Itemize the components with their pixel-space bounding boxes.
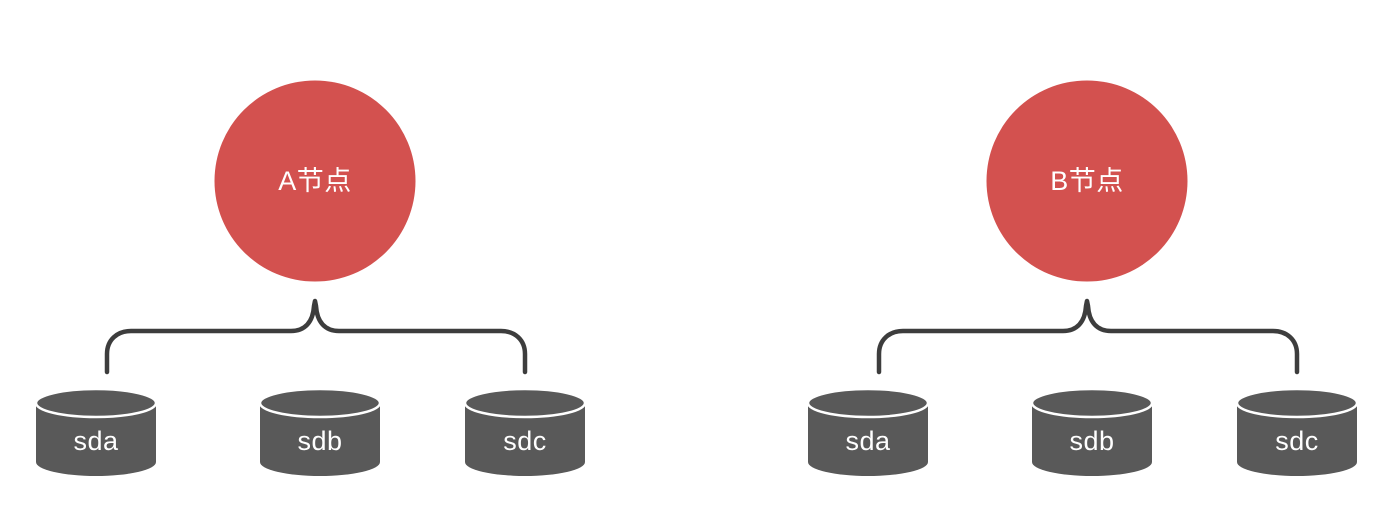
cylinder-top-icon: [34, 387, 158, 419]
node-circle-a[interactable]: [214, 80, 416, 282]
disk-cylinder-b-sda[interactable]: sda: [806, 387, 930, 476]
brace-connector-b: [876, 298, 1300, 375]
cylinder-top-icon: [463, 387, 587, 419]
disk-label: sdb: [297, 426, 342, 456]
cylinder-body-icon: [1032, 403, 1152, 476]
disk-cylinder-a-sda[interactable]: sda: [34, 387, 158, 476]
cylinder-top-icon: [1030, 387, 1154, 419]
disk-cylinder-a-sdc[interactable]: sdc: [463, 387, 587, 476]
node-label-a: A节点: [278, 166, 352, 196]
cylinder-top-icon: [258, 387, 382, 419]
cylinder-top-icon: [1235, 387, 1359, 419]
cylinder-body-icon: [260, 403, 380, 476]
disk-cylinder-a-sdb[interactable]: sdb: [258, 387, 382, 476]
node-circle-b[interactable]: [986, 80, 1188, 282]
cylinder-body-icon: [808, 403, 928, 476]
cylinder-body-icon: [1237, 403, 1357, 476]
disk-label: sdc: [1275, 426, 1319, 456]
node-group-a[interactable]: A节点 sda sdb sdc: [34, 80, 587, 477]
cylinder-body-icon: [465, 403, 585, 476]
brace-connector-a: [104, 298, 528, 375]
disk-label: sdc: [503, 426, 547, 456]
node-label-b: B节点: [1050, 166, 1124, 196]
disk-label: sda: [845, 426, 891, 456]
disk-label: sda: [73, 426, 119, 456]
disk-cylinder-b-sdc[interactable]: sdc: [1235, 387, 1359, 476]
disk-label: sdb: [1069, 426, 1114, 456]
cylinder-top-icon: [806, 387, 930, 419]
disk-cylinder-b-sdb[interactable]: sdb: [1030, 387, 1154, 476]
node-group-b[interactable]: B节点 sda sdb sdc: [806, 80, 1359, 477]
cylinder-body-icon: [36, 403, 156, 476]
